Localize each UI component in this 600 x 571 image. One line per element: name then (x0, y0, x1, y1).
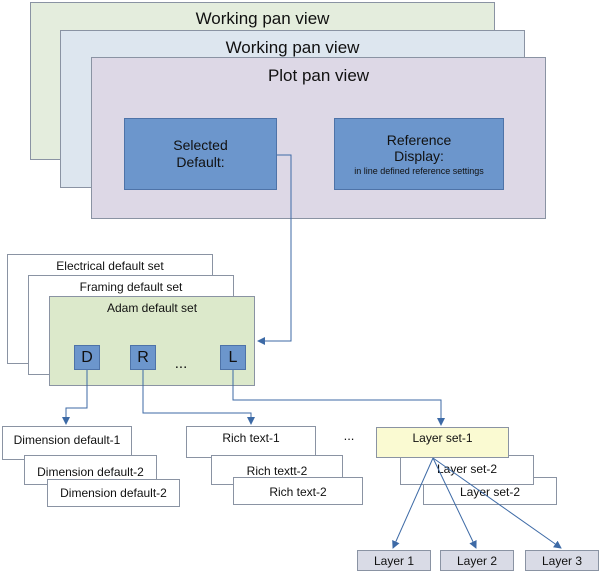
rich-text-2b: Rich text-2 (233, 477, 363, 505)
dimension-default-2b: Dimension default-2 (47, 479, 180, 507)
key-d-label: D (81, 349, 93, 366)
dimension-default-1: Dimension default-1 (2, 426, 132, 460)
keys-ellipsis-label: ... (174, 355, 188, 372)
key-r[interactable]: R (130, 345, 156, 370)
working-pan-view-1-title: Working pan view (195, 9, 330, 28)
layer-set-2b-label: Layer set-2 (459, 485, 521, 499)
rich-text-1-label: Rich text-1 (222, 431, 280, 445)
reference-display-label-1: Reference (386, 132, 452, 148)
rich-text-1: Rich text-1 (186, 426, 316, 458)
layer-set-1: Layer set-1 (376, 427, 509, 458)
key-r-label: R (137, 349, 149, 366)
reference-display-note: in line defined reference settings (354, 166, 484, 176)
adam-default-set-label: Adam default set (106, 301, 198, 315)
rich-text-2a-label: Rich textt-2 (246, 464, 308, 478)
layer-1: Layer 1 (357, 550, 431, 571)
working-pan-view-2-title: Working pan view (225, 38, 360, 57)
plot-pan-view-title: Plot pan view (267, 66, 370, 85)
dimension-default-1-label: Dimension default-1 (13, 433, 121, 447)
layer-set-2a: Layer set-2 (400, 455, 534, 485)
layer-3-label: Layer 3 (541, 554, 583, 568)
rich-text-ellipsis-label: ... (343, 428, 355, 443)
layer-1-label: Layer 1 (373, 554, 415, 568)
layer-2-label: Layer 2 (456, 554, 498, 568)
layer-2: Layer 2 (440, 550, 514, 571)
key-l[interactable]: L (220, 345, 246, 370)
selected-default-label-2: Default: (176, 154, 225, 170)
rich-text-2b-label: Rich text-2 (269, 485, 327, 499)
dimension-default-2b-label: Dimension default-2 (60, 486, 167, 500)
rich-text-ellipsis: ... (337, 428, 361, 446)
adam-default-set: Adam default set (49, 296, 255, 386)
arrow-l-to-layer-set (232, 370, 445, 426)
reference-display-box: Reference Display: in line defined refer… (334, 118, 504, 190)
reference-display-label-2: Display: (394, 148, 444, 164)
layer-set-1-label: Layer set-1 (412, 431, 473, 445)
selected-default-box: Selected Default: (124, 118, 277, 190)
layer-set-2a-label: Layer set-2 (436, 462, 498, 476)
keys-ellipsis: ... (168, 355, 194, 375)
framing-default-set-label: Framing default set (79, 280, 183, 294)
key-d[interactable]: D (74, 345, 100, 370)
selected-default-label-1: Selected (173, 137, 228, 153)
electrical-default-set-label: Electrical default set (56, 259, 164, 273)
layer-3: Layer 3 (525, 550, 599, 571)
dimension-default-2a-label: Dimension default-2 (37, 465, 144, 479)
key-l-label: L (228, 349, 238, 366)
